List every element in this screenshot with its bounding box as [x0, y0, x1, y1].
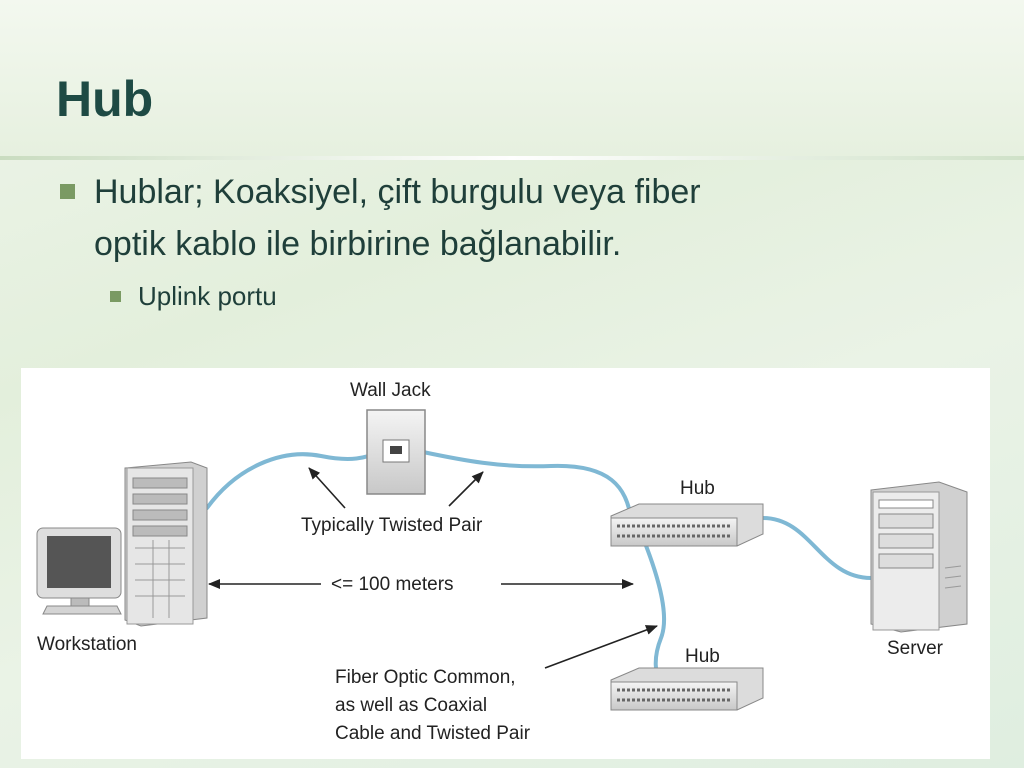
- hub-bottom-icon: [610, 667, 764, 711]
- label-fiber-line3: Cable and Twisted Pair: [335, 723, 531, 744]
- bullet-level1: Hublar; Koaksiyel, çift burgulu veya fib…: [60, 166, 960, 270]
- server-icon: [870, 481, 968, 633]
- bullet1-line2: optik kablo ile birbirine bağlanabilir.: [94, 225, 622, 263]
- bullet-square-icon: [60, 184, 75, 199]
- label-twisted-pair: Typically Twisted Pair: [301, 515, 483, 536]
- label-wall-jack: Wall Jack: [350, 380, 431, 401]
- wall-jack-icon: [366, 409, 426, 495]
- arrow-fiber: [544, 625, 658, 669]
- label-fiber-optic: Fiber Optic Common, as well as Coaxial C…: [335, 664, 565, 748]
- hub-top-icon: [610, 503, 764, 547]
- cable-hub-server: [761, 516, 873, 580]
- label-hub-top: Hub: [680, 478, 715, 499]
- bullet-level2: Uplink portu: [110, 276, 960, 316]
- title-divider: [0, 156, 1024, 160]
- bullet1-line1: Hublar; Koaksiyel, çift burgulu veya fib…: [94, 173, 701, 211]
- label-hub-bottom: Hub: [685, 646, 720, 667]
- arrow-twisted-right: [448, 471, 484, 507]
- label-fiber-line2: as well as Coaxial: [335, 695, 488, 716]
- bullet-list: Hublar; Koaksiyel, çift burgulu veya fib…: [60, 166, 960, 316]
- workstation-tower-icon: [124, 461, 208, 627]
- arrow-group: [208, 467, 658, 669]
- cable-walljack-hub: [421, 450, 633, 520]
- label-workstation: Workstation: [37, 634, 137, 655]
- bullet-square-icon: [110, 291, 121, 302]
- cable-workstation-walljack: [205, 450, 381, 510]
- bullet2-text: Uplink portu: [138, 281, 277, 311]
- cable-group: [205, 450, 873, 690]
- label-server: Server: [887, 638, 943, 659]
- network-diagram: Wall Jack Hub Hub Typically Twisted Pair…: [21, 368, 990, 759]
- label-distance: <= 100 meters: [331, 574, 454, 595]
- diagram-graphic: [36, 409, 968, 711]
- cable-hub-hub: [641, 536, 667, 690]
- label-fiber-line1: Fiber Optic Common,: [335, 667, 516, 688]
- arrow-twisted-left: [308, 467, 346, 509]
- slide-title: Hub: [56, 71, 154, 127]
- title-band: [0, 0, 1024, 158]
- monitor-icon: [36, 527, 122, 615]
